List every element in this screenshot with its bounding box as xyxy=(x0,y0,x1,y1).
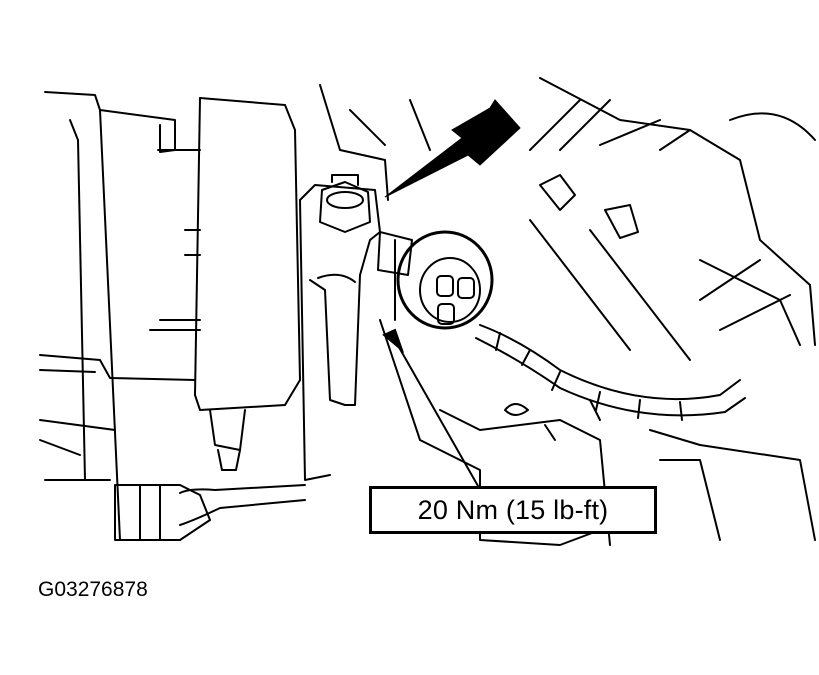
figure-id: G03276878 xyxy=(38,578,148,601)
wiring-harness xyxy=(475,324,746,421)
arrow-icon xyxy=(384,99,521,198)
bolt-head xyxy=(319,174,371,233)
torque-spec-callout: 20 Nm (15 lb-ft) xyxy=(369,486,657,534)
compressor-body xyxy=(39,91,301,541)
refrigerant-line xyxy=(114,484,306,541)
arrow-head-icon xyxy=(382,328,405,354)
leader-line xyxy=(395,341,479,487)
electrical-connector xyxy=(377,230,494,330)
engine-housing xyxy=(319,77,816,546)
mounting-bracket xyxy=(299,184,381,481)
